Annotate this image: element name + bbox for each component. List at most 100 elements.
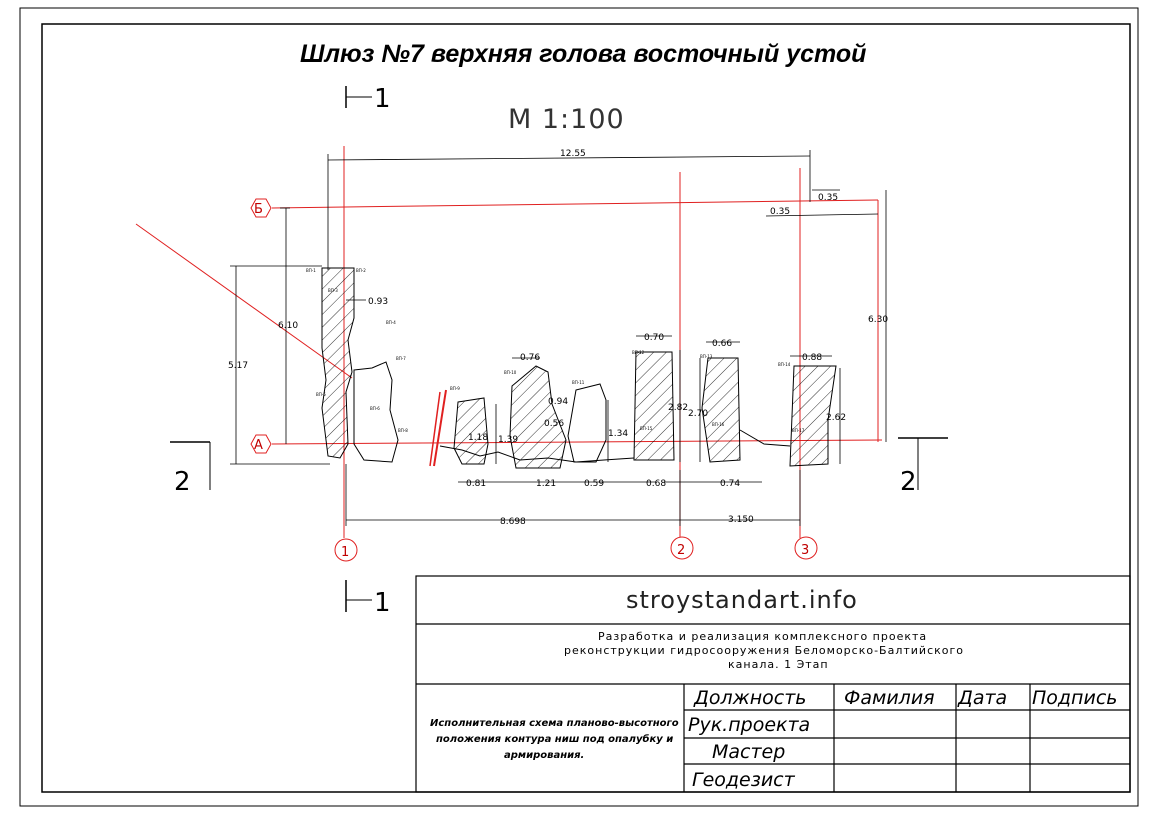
svg-text:ВП-7: ВП-7: [396, 356, 406, 361]
dim-block4-height: 2.82: [668, 403, 688, 413]
dim-top-overall: 12.55: [560, 149, 586, 159]
dimension-lines: [230, 150, 887, 526]
dim-axis-1-2: 8.698: [500, 517, 526, 527]
section-block-3: [567, 383, 607, 463]
title-block-head-position: Должность: [693, 687, 807, 709]
cut-label-1-bottom: 1: [374, 588, 391, 618]
dim-block5-top: 0.66: [712, 339, 732, 349]
section-block-4: [633, 351, 675, 461]
svg-text:ВП-9: ВП-9: [450, 386, 460, 391]
ground-line: [439, 445, 635, 463]
dim-block2-height: 1.39: [498, 435, 518, 445]
dim-block5-height: 2.70: [688, 409, 708, 419]
title-block-desc-1: Разработка и реализация комплексного про…: [598, 630, 927, 643]
svg-text:ВП-10: ВП-10: [504, 370, 517, 375]
svg-text:ВП-13: ВП-13: [700, 354, 713, 359]
survey-points: ВП-1 ВП-2 ВП-3 ВП-4 ВП-5 ВП-6 ВП-7 ВП-8 …: [306, 268, 805, 433]
dim-right-offset-b: 0.35: [770, 207, 790, 217]
svg-text:ВП-17: ВП-17: [792, 428, 805, 433]
dim-right-height: 6.30: [868, 315, 888, 325]
cut-marker-2-right: 2: [898, 437, 948, 497]
dim-bottom-b4: 0.68: [646, 479, 666, 489]
axis-diagonal: [135, 223, 353, 379]
axis-marker-3: 3: [794, 536, 818, 560]
dim-block6-top: 0.88: [802, 353, 822, 363]
svg-text:ВП-2: ВП-2: [356, 268, 366, 273]
cut-marker-1-bottom: 1: [345, 580, 391, 618]
svg-text:ВП-14: ВП-14: [778, 362, 791, 367]
section-block-6: [789, 365, 837, 467]
title-block-head-date: Дата: [957, 687, 1007, 709]
svg-text:ВП-6: ВП-6: [370, 406, 380, 411]
title-block-note-2: положения контура ниш под опалубку и: [436, 733, 673, 745]
dim-wall-width: 0.93: [368, 297, 388, 307]
title-block-note-3: армирования.: [504, 750, 584, 761]
section-block-1: [453, 397, 489, 465]
axis-marker-1: 1: [334, 538, 358, 562]
drawing-scale: М 1:100: [508, 104, 625, 135]
section-wall-spur: [353, 361, 399, 463]
ground-line-right: [739, 429, 791, 447]
svg-text:ВП-1: ВП-1: [306, 268, 316, 273]
dim-block3-height: 1.34: [608, 429, 628, 439]
axis-grid: [135, 146, 883, 538]
axis-marker-3-label: 3: [801, 543, 809, 558]
axis-marker-b-label: Б: [254, 202, 263, 217]
cut-label-2-right: 2: [900, 467, 917, 497]
dim-left-height-outer: 5.17: [228, 361, 248, 371]
svg-text:ВП-8: ВП-8: [398, 428, 408, 433]
dim-block6-height: 2.62: [826, 413, 846, 423]
dim-right-offset-a: 0.35: [818, 193, 838, 203]
axis-marker-b: Б: [250, 198, 272, 218]
title-block-desc-2: реконструкции гидросооружения Беломорско…: [564, 644, 964, 657]
cut-label-1-top: 1: [374, 84, 391, 114]
title-block-site: stroystandart.info: [626, 586, 858, 614]
drawing-title: Шлюз №7 верхняя голова восточный устой: [300, 40, 866, 68]
section-wall-left: [321, 267, 355, 459]
svg-text:ВП-12: ВП-12: [632, 350, 645, 355]
dim-block2-mid: 0.94: [548, 397, 568, 407]
title-block-note-1: Исполнительная схема планово-высотного: [430, 718, 679, 729]
svg-text:ВП-4: ВП-4: [386, 320, 396, 325]
dim-bottom-b2: 1.21: [536, 479, 556, 489]
cut-marker-1-top: 1: [345, 84, 391, 114]
dim-axis-2-3: 3.150: [728, 515, 754, 525]
title-block-row-1: Рук.проекта: [688, 714, 810, 736]
dim-bottom-b3: 0.59: [584, 479, 604, 489]
dim-block4-top: 0.70: [644, 333, 664, 343]
section-block-5: [701, 357, 741, 463]
dimension-values: 12.55 0.35 0.35 6.30 5.17 6.10 0.93 0.76…: [228, 149, 888, 527]
svg-text:ВП-11: ВП-11: [572, 380, 585, 385]
inner-frame: [41, 23, 1131, 793]
cut-label-2-left: 2: [174, 467, 191, 497]
axis-line-b: [271, 199, 879, 209]
title-block-head-signature: Подпись: [1032, 687, 1117, 709]
outer-frame: [19, 7, 1139, 807]
title-block-head-surname: Фамилия: [844, 687, 935, 709]
structure-sections: [321, 267, 837, 469]
svg-text:ВП-16: ВП-16: [712, 422, 725, 427]
title-block-row-3: Геодезист: [692, 769, 796, 791]
svg-text:ВП-5: ВП-5: [316, 392, 326, 397]
title-block: [415, 575, 1131, 793]
axis-marker-a-label: А: [254, 438, 263, 453]
dim-block2-low: 0.56: [544, 419, 564, 429]
axis-marker-2-label: 2: [677, 543, 685, 558]
axis-marker-a: А: [250, 434, 272, 454]
dim-bottom-b5: 0.74: [720, 479, 740, 489]
title-block-row-2: Мастер: [712, 741, 785, 763]
section-block-2: [509, 365, 567, 469]
axis-short-mark: [433, 389, 447, 467]
dim-block2-top: 0.76: [520, 353, 540, 363]
axis-line-a: [271, 439, 883, 445]
title-block-desc-3: канала. 1 Этап: [728, 658, 829, 671]
svg-text:ВП-15: ВП-15: [640, 426, 653, 431]
cut-marker-2-left: 2: [170, 441, 211, 497]
dim-block1-height: 1.18: [468, 433, 488, 443]
axis-marker-1-label: 1: [341, 545, 349, 560]
axis-marker-2: 2: [670, 536, 694, 560]
dim-left-height-inner: 6.10: [278, 321, 298, 331]
svg-text:ВП-3: ВП-3: [328, 288, 338, 293]
